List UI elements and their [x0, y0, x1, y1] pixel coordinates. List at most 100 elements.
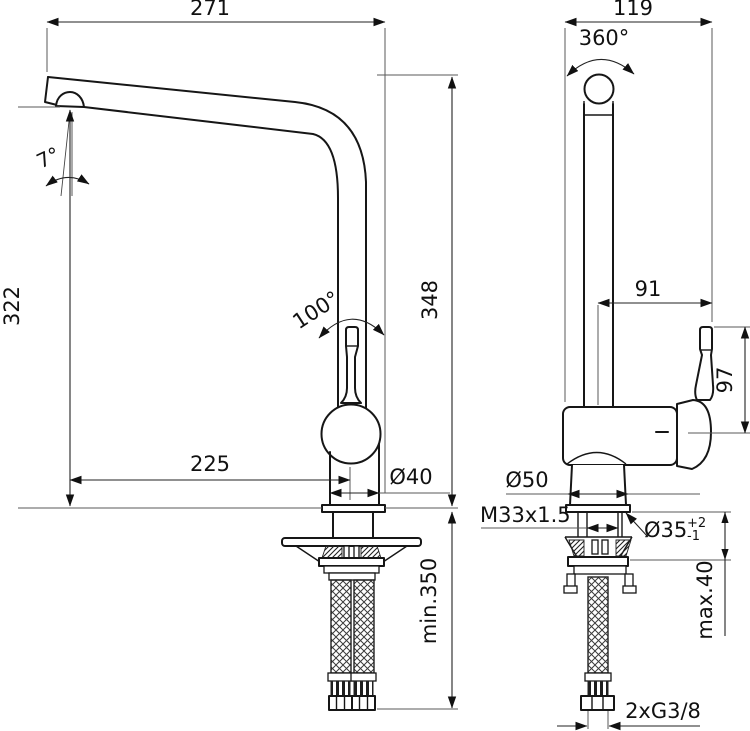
dim-min-hose-length: min.350: [417, 511, 457, 709]
spout-inner-edge: [83, 106, 339, 410]
hose-right-collar: [350, 672, 377, 682]
swivel-range-label: 360°: [579, 26, 630, 50]
dim-handle-height: 97: [713, 326, 750, 434]
hose-hex-nut-front: [580, 695, 615, 711]
mounting-ring2-front: [573, 565, 627, 575]
swivel-arc: [566, 58, 635, 77]
handle-swing-arc: [318, 318, 385, 339]
handle-height-label: 97: [713, 367, 737, 394]
arrow-up: [721, 512, 729, 523]
hose-left-crimp: [330, 680, 351, 697]
dim-max-deck-thickness: max.40: [693, 512, 729, 640]
dim-spout-tilt: 7°: [33, 111, 90, 197]
supply-hoses-side: [327, 579, 377, 711]
dim-outlet-to-axis: 225: [69, 452, 351, 485]
neck-edges: [569, 464, 627, 506]
dim-body-diameter: Ø40: [329, 465, 433, 498]
riser-pipe: [583, 103, 614, 408]
mounting-nut-ring2: [323, 565, 380, 574]
axis-to-handle-label: 91: [635, 277, 662, 301]
handle-cap: [676, 399, 712, 470]
outlet-height-label: 322: [0, 286, 24, 326]
spout-tip-face: [44, 76, 58, 106]
mount-thread-label: M33x1.5: [480, 503, 571, 527]
hose-collar-front: [584, 672, 612, 682]
dim-outlet-height: 322: [0, 109, 75, 507]
spout-depth-label: 119: [613, 0, 653, 20]
handle-lever-side: [340, 326, 362, 404]
side-view: [44, 76, 422, 711]
clamp-slot-right-front: [601, 539, 609, 555]
clamp-wedge-left-front: [568, 539, 585, 557]
mounting-hardware-front: [563, 536, 637, 594]
clamp-slot-left-front: [591, 539, 599, 555]
base-flange: [321, 504, 386, 513]
front-view: [562, 73, 715, 711]
hose-right-hex-nut: [351, 695, 376, 711]
dim-total-height: 348: [418, 76, 457, 507]
dim-spout-length: 271: [46, 0, 386, 27]
spout-length-label: 271: [190, 0, 230, 20]
hose-right: [353, 579, 375, 674]
shank-column: [332, 511, 374, 539]
dim-base-diameter: Ø50: [505, 468, 629, 499]
outlet-to-axis-label: 225: [190, 452, 230, 476]
arrow-down: [721, 549, 729, 560]
dim-swivel-range: 360°: [566, 26, 635, 77]
spout-outer-edge: [47, 76, 367, 410]
handle-lever-front: [694, 326, 715, 401]
max-deck-thickness-label: max.40: [693, 560, 717, 639]
mounting-hardware-side: [295, 545, 408, 581]
mounting-nut-ring3: [328, 572, 376, 581]
hose-front: [587, 576, 609, 674]
clamp-slot-left: [343, 545, 350, 559]
clamp-wedge-left: [321, 545, 343, 559]
clamp-wedge-right-front: [615, 539, 632, 557]
spout-tilt-label: 7°: [33, 142, 64, 173]
mounting-ring1-front: [567, 556, 629, 567]
threaded-shank: [565, 512, 632, 538]
dim-mount-thread: M33x1.5: [480, 503, 619, 533]
ball-body: [320, 403, 382, 465]
stud-foot-right: [622, 585, 637, 594]
dim-hole-diameter: Ø35 +2 -1: [625, 512, 706, 544]
spout-outline: [44, 76, 367, 410]
dim-axis-to-handle: 91: [597, 277, 713, 308]
supply-hose-front: [580, 576, 615, 711]
base-flange-front: [565, 504, 631, 513]
hole-diameter-label: Ø35: [644, 518, 687, 542]
handle-swing-label: 100°: [288, 286, 344, 334]
hose-crimp-front: [587, 680, 609, 697]
neck-fill: [570, 465, 626, 505]
body-arch-detail: [566, 451, 627, 465]
hex-nut-facets-front: [591, 696, 604, 710]
clamp-wedge-right: [360, 545, 382, 559]
mixer-body: [281, 326, 422, 547]
body-diameter-label: Ø40: [389, 465, 432, 489]
hose-right-crimp: [353, 680, 374, 697]
hose-left-collar: [327, 672, 354, 682]
hole-tol-lower-label: -1: [687, 529, 700, 544]
clamp-slot-right: [353, 545, 360, 559]
hex-nut-facets: [335, 696, 369, 710]
base-plate: [281, 537, 422, 547]
tilt-arc: [45, 174, 90, 187]
dim-spout-depth: 119: [564, 0, 713, 27]
hole-tol-upper-label: +2: [687, 516, 706, 531]
total-height-label: 348: [418, 280, 442, 320]
extension-lines-front: [481, 28, 750, 729]
mounting-nut-ring1: [318, 557, 385, 567]
stud-foot-left: [563, 585, 578, 594]
hose-connection-label: 2xG3/8: [625, 699, 701, 723]
hole-leader-line: [625, 512, 649, 538]
dim-hose-connection: 2xG3/8: [557, 699, 701, 731]
min-hose-length-label: min.350: [417, 558, 441, 644]
hose-left: [330, 579, 352, 674]
clamp-cone-edges: [295, 545, 408, 563]
aerator: [55, 91, 85, 108]
base-diameter-label: Ø50: [505, 468, 548, 492]
extension-lines-side: [18, 28, 458, 710]
hose-left-hex-nut: [328, 695, 353, 711]
